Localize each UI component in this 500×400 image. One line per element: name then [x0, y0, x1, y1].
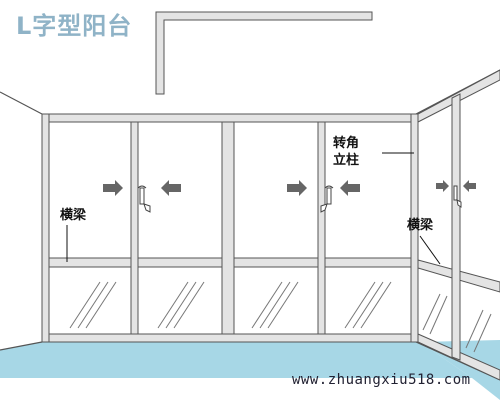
l-shape-icon — [155, 11, 373, 95]
floor-left-line — [0, 341, 43, 351]
floor-right — [420, 340, 500, 400]
arrow-left-icon — [340, 180, 360, 196]
arrow-left-icon — [463, 180, 476, 192]
ceiling-left-line — [0, 91, 43, 115]
corner-post-label: 转角 立柱 — [333, 135, 359, 169]
side-frame — [417, 69, 500, 381]
window-handles — [137, 185, 462, 213]
arrow-right-icon — [436, 180, 449, 192]
arrow-left-icon — [161, 180, 181, 196]
glass-reflections — [69, 281, 492, 353]
arrows — [103, 180, 476, 196]
beam-label-left: 横梁 — [60, 208, 87, 223]
window-handle-icon — [137, 185, 151, 213]
watermark-url: www.zhuangxiu518.com — [292, 372, 471, 388]
diagram-title: L字型阳台 — [16, 12, 133, 40]
corner-post-label-line2: 立柱 — [333, 153, 360, 168]
corner-post-label-line1: 转角 — [333, 136, 360, 151]
arrow-right-icon — [103, 180, 123, 196]
window-handle-icon — [453, 185, 462, 208]
beam-label-right: 横梁 — [407, 218, 434, 233]
front-frame — [41, 113, 419, 343]
leader-lines — [66, 152, 441, 265]
arrow-right-icon — [287, 180, 307, 196]
floor — [0, 342, 472, 378]
window-handle-icon — [320, 185, 334, 213]
